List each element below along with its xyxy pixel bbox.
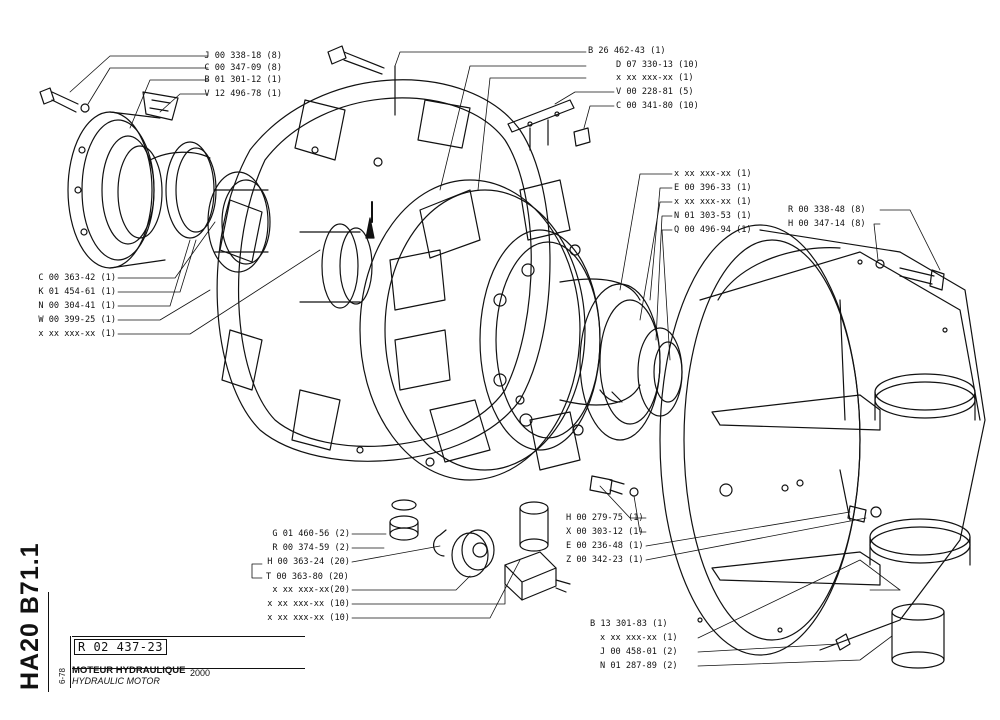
label-c00363-42: C 00 363-42 (1) [38,273,116,283]
label-j00338-18: J 00 338-18 (8) [204,51,282,61]
label-e00396-33: E 00 396-33 (1) [674,183,752,193]
model-date: 6-78 [58,667,67,684]
bolt-top-left [39,87,90,113]
label-xx-1d: x xx xxx-xx (1) [38,329,116,339]
shaft-bearing [207,171,375,309]
label-c00347-09: C 00 347-09 (8) [204,63,282,73]
main-housing [216,65,551,467]
small-parts-bottom [389,475,945,669]
label-h00279-75: H 00 279-75 (1) [566,513,644,523]
label-q00496-94: Q 00 496-94 (1) [674,225,752,235]
title-vertical-rule-2 [70,636,71,688]
rotor-cam-ring [359,179,586,481]
label-g01460-56: G 01 460-56 (2) [272,529,350,539]
label-xx-20: x xx xxx-xx(20) [272,585,350,595]
title-rule [72,668,305,669]
bolt-top-right [875,259,945,291]
leader-lines [69,51,941,667]
label-n00304-41: N 00 304-41 (1) [38,301,116,311]
label-xx-10a: x xx xxx-xx (10) [267,599,350,609]
label-b13301-83: B 13 301-83 (1) [590,619,668,629]
hub-flange [479,229,641,451]
left-cover-assembly [67,91,217,269]
label-e00236-48: E 00 236-48 (1) [566,541,644,551]
title-year: 2000 [190,668,211,678]
model-code: HA20 B71.1 [16,542,44,690]
label-h00347-14: H 00 347-14 (8) [788,219,866,229]
label-z00342-23: Z 00 342-23 (1) [566,555,644,565]
doc-number: R 02 437-23 [74,639,167,655]
right-cover [659,224,986,656]
label-t00363-80: T 00 363-80 (20) [266,572,349,582]
label-b01301-12: B 01 301-12 (1) [204,75,282,85]
roller-bearing [579,283,683,441]
label-xx-1b: x xx xxx-xx (1) [674,169,752,179]
label-xx-1e: x xx xxx-xx (1) [600,633,678,643]
label-xx-1c: x xx xxx-xx (1) [674,197,752,207]
label-j00458-01: J 00 458-01 (2) [600,647,678,657]
label-xx-10b: x xx xxx-xx (10) [267,613,350,623]
label-x00303-12: X 00 303-12 (1) [566,527,644,537]
top-bracket [507,99,591,151]
label-v12496-78: V 12 496-78 (1) [204,89,282,99]
label-r00374-59: R 00 374-59 (2) [272,543,350,553]
label-d07330-13: D 07 330-13 (10) [616,60,699,70]
label-xx-1a: x xx xxx-xx (1) [616,73,694,83]
title-english: HYDRAULIC MOTOR [72,676,160,686]
label-n01303-53: N 01 303-53 (1) [674,211,752,221]
label-h00363-24: H 00 363-24 (20) [267,557,350,567]
label-v00228-81: V 00 228-81 (5) [616,87,694,97]
title-vertical-rule [48,592,49,692]
label-w00399-25: W 00 399-25 (1) [38,315,116,325]
bolt-top-center [327,45,385,75]
label-n01287-89: N 01 287-89 (2) [600,661,678,671]
label-k01454-61: K 01 454-61 (1) [38,287,116,297]
label-r00338-48: R 00 338-48 (8) [788,205,866,215]
label-c00341-80: C 00 341-80 (10) [616,101,699,111]
title-french: MOTEUR HYDRAULIQUE [72,665,186,676]
title-block: R 02 437-23 MOTEUR HYDRAULIQUE HYDRAULIC… [72,636,305,686]
label-b26462-43: B 26 462-43 (1) [588,46,666,56]
